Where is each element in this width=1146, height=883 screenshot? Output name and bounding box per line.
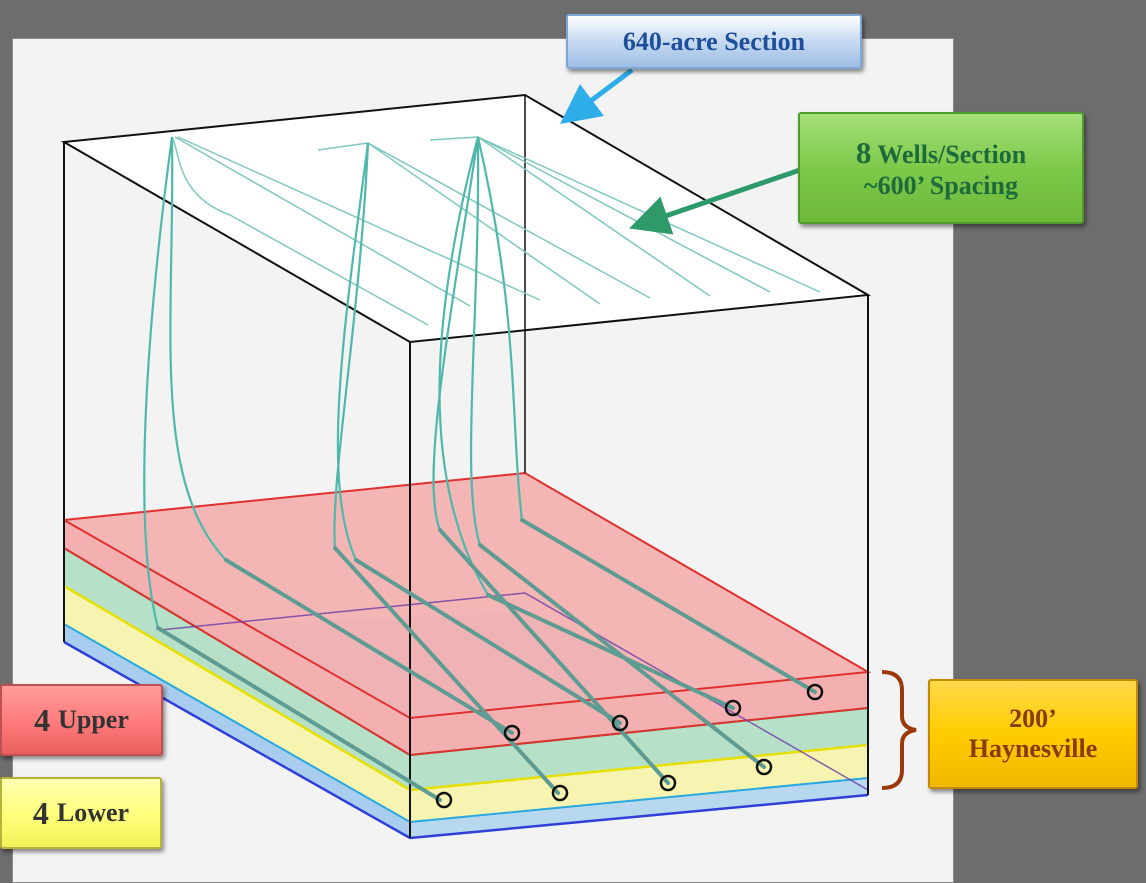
laterals bbox=[156, 518, 817, 802]
upper-layer-top bbox=[64, 473, 868, 718]
section-label: 640-acre Section bbox=[622, 26, 806, 56]
wells-callout: 8 Wells/Section ~600’ Spacing bbox=[798, 112, 1084, 224]
well-bores bbox=[143, 136, 524, 629]
middle-edge bbox=[63, 584, 411, 792]
base-edge bbox=[409, 793, 869, 840]
lower-count: 4 bbox=[32, 794, 49, 831]
lateral-ends bbox=[435, 683, 824, 809]
upper-layer-edge bbox=[409, 707, 869, 756]
upper-count: 4 bbox=[34, 701, 51, 738]
base-layer-side bbox=[410, 775, 868, 838]
wells-line1: 8 Wells/Section bbox=[856, 135, 1026, 171]
middle-edge bbox=[409, 743, 869, 792]
haynesville-thickness: 200’ bbox=[1009, 704, 1057, 734]
haynesville-name: Haynesville bbox=[968, 734, 1098, 763]
upper-layer-edge bbox=[63, 547, 411, 756]
wells-count: 8 bbox=[855, 135, 872, 171]
lower-text: Lower bbox=[56, 798, 130, 828]
wells-text: Wells/Section bbox=[877, 140, 1027, 170]
upper-callout: 4 Upper bbox=[0, 684, 163, 756]
haynesville-callout: 200’ Haynesville bbox=[928, 679, 1138, 789]
base-edge bbox=[63, 640, 411, 840]
lower-callout: 4 Lower bbox=[0, 777, 162, 849]
thickness-bracket bbox=[881, 670, 917, 790]
lower-layer-side bbox=[410, 745, 868, 822]
wells-spacing: ~600’ Spacing bbox=[864, 170, 1018, 200]
section-arrow bbox=[560, 68, 634, 124]
section-callout: 640-acre Section bbox=[566, 14, 862, 69]
upper-text: Upper bbox=[58, 705, 129, 735]
base-layer-front bbox=[64, 624, 410, 838]
lower-edge bbox=[409, 777, 869, 823]
hidden-edge bbox=[159, 592, 869, 791]
upper-layer-side bbox=[410, 672, 868, 755]
upper-layer-front bbox=[64, 520, 410, 755]
lower-edge bbox=[63, 623, 411, 823]
wells-arrow bbox=[629, 167, 801, 235]
lower-layer-front bbox=[64, 586, 410, 822]
